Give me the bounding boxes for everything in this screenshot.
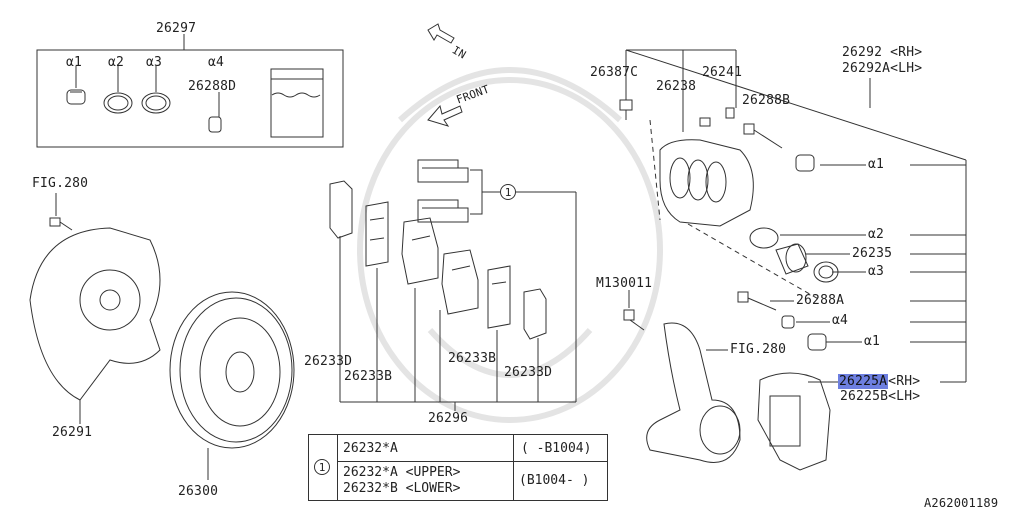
label-a2: α2 — [868, 227, 885, 242]
label-26291: 26291 — [52, 425, 93, 440]
piston-26235 — [775, 243, 809, 275]
kit-part-a4-bushing — [208, 116, 222, 133]
label-kit-a3: α3 — [146, 55, 163, 70]
label-a4: α4 — [832, 313, 849, 328]
bolt-m130011 — [623, 309, 645, 331]
diagram-code: A262001189 — [924, 496, 999, 510]
brake-rotor-26300 — [169, 291, 295, 449]
pad-shim-right — [487, 265, 511, 329]
guide-pin-26288b — [743, 123, 783, 149]
guide-pin-26288a — [737, 291, 777, 311]
highlighted-part-26225a[interactable]: 26225A — [838, 374, 889, 389]
pad-clip-lower — [417, 199, 469, 223]
kit-grease-packet — [270, 68, 324, 138]
label-26233b-right: 26233B — [448, 351, 497, 366]
bushing-a4 — [781, 315, 795, 329]
bleeder-26241 — [725, 107, 735, 119]
boot-a1-lower — [807, 333, 827, 351]
label-26241: 26241 — [702, 65, 743, 80]
label-kit-a1: α1 — [66, 55, 83, 70]
boot-a1-upper — [795, 154, 815, 172]
label-26300: 26300 — [178, 484, 219, 499]
label-kit-a2: α2 — [108, 55, 125, 70]
label-26296: 26296 — [428, 411, 469, 426]
table-callout-1: 1 — [314, 459, 330, 475]
label-kit-a4: α4 — [208, 55, 225, 70]
pad-shim-outer-right — [523, 288, 547, 340]
kit-box-26297 — [36, 49, 344, 148]
table-row2-part-upper: 26232*A <UPPER> — [343, 465, 461, 480]
label-26235: 26235 — [852, 246, 893, 261]
table-row1-range: ( -B1004) — [521, 441, 592, 456]
bleeder-cap-26238 — [699, 117, 711, 127]
label-m130011: M130011 — [596, 276, 653, 291]
pad-shim-left — [365, 201, 389, 267]
label-fig280-right[interactable]: FIG.280 — [730, 342, 787, 357]
label-26225b-lh: 26225B<LH> — [840, 389, 921, 404]
label-26238: 26238 — [656, 79, 697, 94]
table-row2-part-lower: 26232*B <LOWER> — [343, 481, 461, 496]
label-a3: α3 — [868, 264, 885, 279]
pad-clip-upper — [417, 159, 469, 183]
seal-a2 — [749, 227, 779, 249]
label-26292a-lh: 26292A<LH> — [842, 61, 923, 76]
label-26288a: 26288A — [796, 293, 845, 308]
in-arrow-icon — [427, 23, 455, 44]
callout-1: 1 — [500, 184, 516, 200]
kit-part-a1-boot — [66, 89, 86, 105]
kit-part-a3-seal — [141, 92, 171, 114]
label-a1-upper: α1 — [868, 157, 885, 172]
kit-part-a2-seal — [103, 92, 133, 114]
label-26288b: 26288B — [742, 93, 791, 108]
label-26233d-right: 26233D — [504, 365, 553, 380]
fig280-bolt-left — [49, 217, 73, 231]
front-arrow-icon — [427, 104, 463, 127]
pad-shim-outer-left — [329, 180, 353, 239]
brake-pad-right — [441, 249, 479, 315]
dust-shield-26291 — [29, 227, 161, 401]
knuckle-fig280 — [646, 322, 741, 463]
table-row2-range: (B1004- ) — [519, 473, 590, 488]
label-26225a-rh[interactable]: 26225A<RH> — [838, 374, 921, 389]
label-26233d-left: 26233D — [304, 354, 353, 369]
label-26292-rh: 26292 <RH> — [842, 45, 923, 60]
label-a1-lower: α1 — [864, 334, 881, 349]
caliper-body-26292 — [659, 139, 754, 227]
label-fig280-left[interactable]: FIG.280 — [32, 176, 89, 191]
label-26288d: 26288D — [188, 79, 237, 94]
label-26387c: 26387C — [590, 65, 639, 80]
pad-reference-table: 1 26232*A ( -B1004) 26232*A <UPPER> 2623… — [308, 434, 608, 501]
label-26233b-left: 26233B — [344, 369, 393, 384]
bolt-26387c — [619, 99, 633, 120]
boot-a3 — [813, 261, 839, 283]
label-26297: 26297 — [156, 21, 197, 36]
table-row1-part: 26232*A — [343, 441, 398, 456]
brake-pad-left — [401, 217, 439, 285]
caliper-support-26225 — [757, 372, 831, 471]
watermark-emblem — [357, 67, 663, 423]
